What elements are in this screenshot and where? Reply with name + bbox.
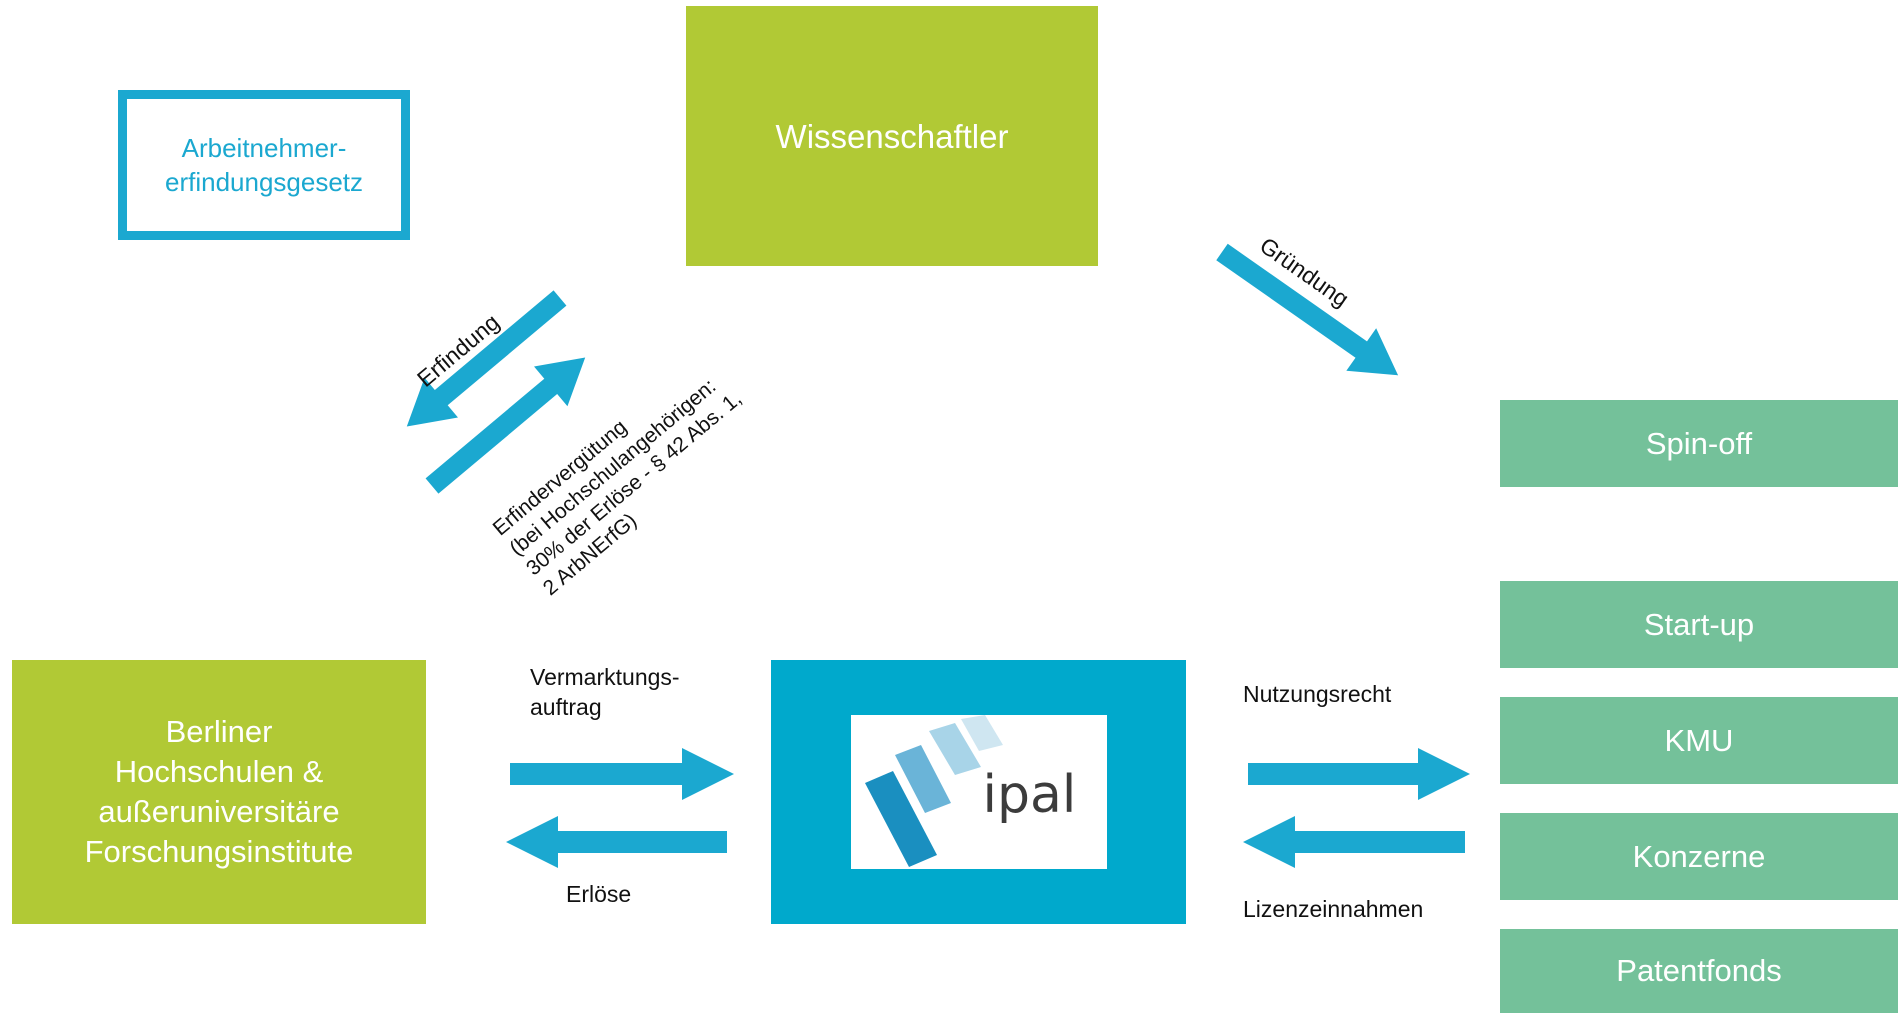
target-label: Start-up bbox=[1643, 606, 1755, 642]
target-konzerne: Konzerne bbox=[1500, 813, 1898, 900]
universities-line1: Berliner bbox=[165, 714, 273, 749]
vermarktung-label: Vermarktungs- auftrag bbox=[530, 662, 680, 722]
law-box: Arbeitnehmer- erfindungsgesetz bbox=[118, 90, 410, 240]
target-label: KMU bbox=[1664, 722, 1734, 758]
target-spin-off: Spin-off bbox=[1500, 400, 1898, 487]
scientist-box: Wissenschaftler bbox=[686, 6, 1098, 266]
lizenz-label: Lizenzeinnahmen bbox=[1243, 896, 1424, 922]
target-label: Konzerne bbox=[1632, 838, 1766, 874]
erfindung-arrow bbox=[406, 290, 567, 427]
vermarktung-arrow bbox=[510, 748, 734, 800]
erloese-arrow bbox=[506, 816, 727, 868]
universities-line2: Hochschulen & bbox=[114, 754, 324, 789]
nutzungsrecht-arrow bbox=[1248, 748, 1470, 800]
ipal-logo-stripes-icon bbox=[864, 715, 1003, 867]
target-label: Spin-off bbox=[1645, 425, 1753, 461]
vermarktung-line1: Vermarktungs- bbox=[530, 664, 680, 690]
scientist-label: Wissenschaftler bbox=[775, 118, 1009, 155]
erloese-label: Erlöse bbox=[566, 881, 632, 907]
verguetung-arrow bbox=[425, 357, 586, 494]
law-box-line1: Arbeitnehmer- bbox=[181, 133, 347, 163]
ipal-logo-text: ipal bbox=[982, 765, 1077, 825]
universities-line4: Forschungsinstitute bbox=[84, 834, 354, 869]
ipal-box: ipal bbox=[771, 660, 1186, 924]
vermarktung-line2: auftrag bbox=[530, 694, 602, 720]
target-kmu: KMU bbox=[1500, 697, 1898, 784]
target-start-up: Start-up bbox=[1500, 581, 1898, 668]
nutzungsrecht-label: Nutzungsrecht bbox=[1243, 681, 1392, 707]
ipal-logo: ipal bbox=[850, 715, 1107, 869]
lizenz-arrow bbox=[1243, 816, 1465, 868]
target-label: Patentfonds bbox=[1616, 953, 1782, 988]
target-patentfonds: Patentfonds bbox=[1500, 929, 1898, 1013]
universities-box: Berliner Hochschulen & außeruniversitäre… bbox=[12, 660, 426, 924]
law-box-line2: erfindungsgesetz bbox=[164, 167, 364, 197]
universities-line3: außeruniversitäre bbox=[98, 794, 340, 829]
gruendung-arrow bbox=[1216, 243, 1399, 376]
